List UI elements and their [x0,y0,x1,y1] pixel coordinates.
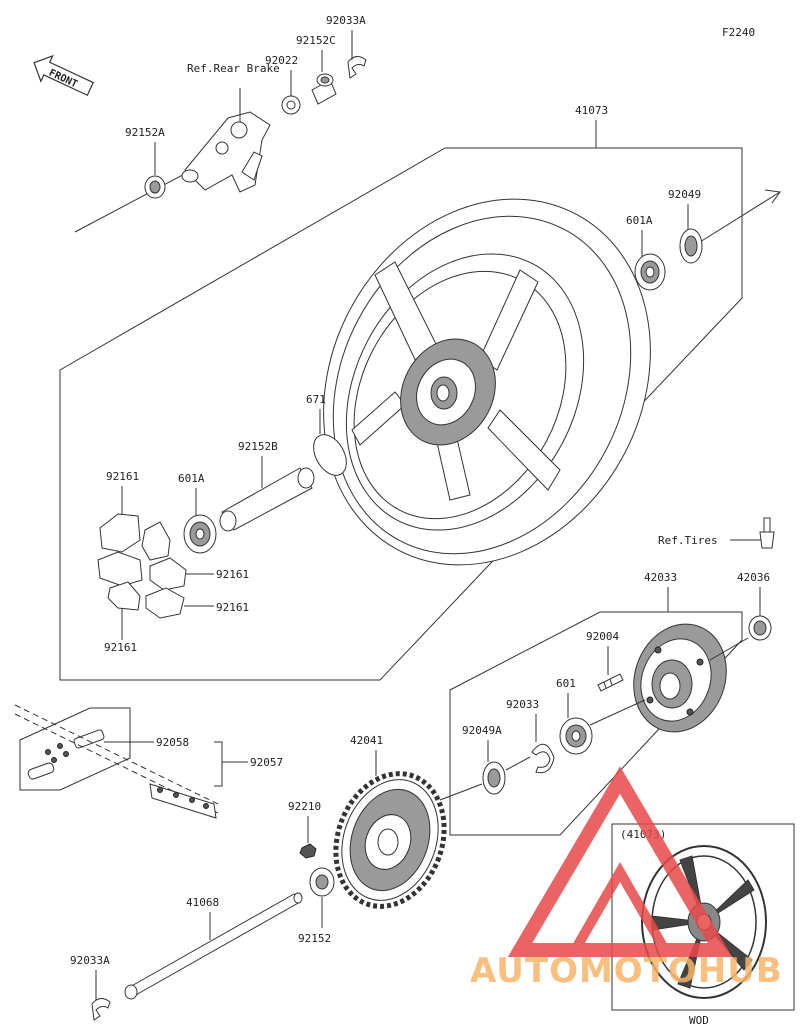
automotohub-watermark: AUTOMOTOHUB [470,766,783,991]
label-92033A-bottom: 92033A [70,954,110,967]
bearing-601A-left [183,514,217,554]
label-92058: 92058 [156,736,189,749]
label-601A-right: 601A [626,214,653,227]
label-92161-c: 92161 [216,601,249,614]
label-601: 601 [556,677,576,690]
label-92033: 92033 [506,698,539,711]
label-671: 671 [306,393,326,406]
front-arrow-icon: FRONT [33,54,95,97]
collar-92152 [309,867,335,897]
label-92152A: 92152A [125,126,165,139]
oil-seal-92049 [679,228,703,264]
label-92152B: 92152B [238,440,278,453]
label-92033A-top: 92033A [326,14,366,27]
bearing-601A-right [634,253,666,291]
label-42036: 42036 [737,571,770,584]
label-92004: 92004 [586,630,619,643]
collar-42036 [748,615,772,641]
circlip-92033A-top [347,56,367,79]
label-601A-left: 601A [178,472,205,485]
sleeve-part [181,169,199,183]
label-92049: 92049 [668,188,701,201]
circlip-92033A-bottom [91,998,111,1021]
oil-seal-92022 [281,95,301,115]
collar-92152B [219,467,315,532]
figure-code: F2240 [722,26,755,39]
label-42041: 42041 [350,734,383,747]
axle-41068 [124,892,303,1000]
stud-92004 [597,673,624,692]
label-92049A: 92049A [462,724,502,737]
label-92152: 92152 [298,932,331,945]
nut-92210 [299,843,317,859]
label-92057: 92057 [250,756,283,769]
collar-92152C [311,73,337,105]
label-92022: 92022 [265,54,298,67]
watermark-text: AUTOMOTOHUB [470,951,783,991]
tire-valve-icon [759,517,775,549]
damper-92161-group [97,513,187,619]
circlip-92033 [531,743,555,774]
sprocket-coupling-42033 [633,623,727,733]
label-41068: 41068 [186,896,219,909]
label-92161-a: 92161 [106,470,139,483]
label-92152C: 92152C [296,34,336,47]
label-92161-d: 92161 [104,641,137,654]
inset-caption: WOD [689,1014,709,1027]
label-92161-b: 92161 [216,568,249,581]
label-92210: 92210 [288,800,321,813]
collar-92152A [144,175,166,199]
bearing-601 [559,717,593,755]
rear-brake-bracket [184,111,271,193]
chain-master-link-92058 [19,707,131,791]
rear-wheel-41073 [323,198,651,566]
wheel-assembly-frame [59,147,743,681]
ref-rear-brake-label: Ref.Rear Brake [187,62,280,75]
label-41073: 41073 [575,104,608,117]
label-42033: 42033 [644,571,677,584]
drive-chain-92057 [14,704,221,819]
oil-seal-92049A [482,761,506,795]
ref-tires-label: Ref.Tires [658,534,718,547]
o-ring-671 [313,434,347,476]
hub-assembly-frame [449,611,743,836]
rear-sprocket-42041 [333,771,447,909]
